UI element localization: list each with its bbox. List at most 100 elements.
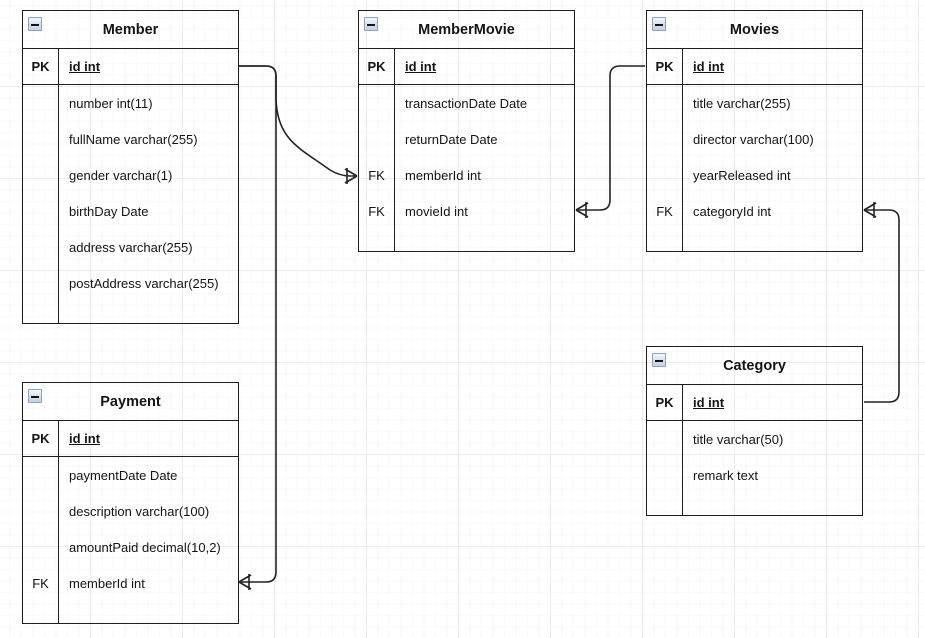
attribute-name: movieId int	[405, 203, 468, 219]
key-label: FK	[23, 565, 59, 601]
key-label	[647, 457, 683, 493]
entity-filler-row	[23, 601, 238, 623]
entity-name: Movies	[729, 22, 780, 38]
entity-name: Category	[723, 358, 786, 374]
attribute-name: postAddress varchar(255)	[69, 275, 219, 291]
attribute-name: address varchar(255)	[69, 239, 193, 255]
key-label	[23, 121, 59, 157]
key-label	[23, 493, 59, 529]
key-label	[23, 193, 59, 229]
attribute-name: categoryId int	[693, 203, 772, 219]
key-label	[647, 229, 683, 251]
attribute-name	[59, 601, 238, 623]
minus-box-icon[interactable]	[364, 17, 378, 31]
attribute-name: remark text	[693, 467, 759, 483]
attribute-name: id int	[405, 59, 437, 74]
attribute-name: memberId int	[69, 575, 145, 591]
entity-pk-row: PK id int	[647, 385, 862, 421]
key-label: FK	[647, 193, 683, 229]
entity-title: Movies	[647, 11, 862, 49]
entity-filler-row	[647, 493, 862, 515]
key-label	[23, 265, 59, 301]
attribute-name: id int	[69, 59, 101, 74]
attribute-name: title varchar(255)	[693, 95, 791, 111]
entity-payment[interactable]: Payment PK id int paymentDate Date descr…	[22, 382, 239, 624]
entity-pk-row: PK id int	[23, 421, 238, 457]
key-label	[359, 85, 395, 121]
key-label	[647, 85, 683, 121]
entity-pk-row: PK id int	[23, 49, 238, 85]
entity-filler-row	[23, 301, 238, 323]
entity-name: MemberMovie	[418, 22, 515, 38]
entity-filler-row	[359, 229, 574, 251]
minus-box-icon[interactable]	[28, 389, 42, 403]
entity-movies[interactable]: Movies PK id int title varchar(255) dire…	[646, 10, 863, 252]
attribute-name	[683, 229, 862, 251]
entity-name: Member	[102, 22, 159, 38]
entity-attribute-row: postAddress varchar(255)	[23, 265, 238, 301]
attribute-name: yearReleased int	[693, 167, 791, 183]
attribute-name: amountPaid decimal(10,2)	[69, 539, 221, 555]
entity-category[interactable]: Category PK id int title varchar(50) rem…	[646, 346, 863, 516]
entity-attribute-row: returnDate Date	[359, 121, 574, 157]
entity-attribute-row: FK memberId int	[23, 565, 238, 601]
entity-pk-row: PK id int	[647, 49, 862, 85]
key-label: PK	[23, 421, 59, 456]
attribute-name: title varchar(50)	[693, 431, 784, 447]
key-label	[647, 157, 683, 193]
key-label: PK	[647, 49, 683, 84]
entity-attribute-row: FK memberId int	[359, 157, 574, 193]
attribute-name: birthDay Date	[69, 203, 149, 219]
attribute-name: id int	[693, 59, 725, 74]
key-label	[23, 229, 59, 265]
minus-box-icon[interactable]	[652, 353, 666, 367]
key-label	[23, 85, 59, 121]
minus-box-icon[interactable]	[652, 17, 666, 31]
minus-box-icon[interactable]	[28, 17, 42, 31]
entity-member[interactable]: Member PK id int number int(11) fullName…	[22, 10, 239, 324]
entity-membermovie[interactable]: MemberMovie PK id int transactionDate Da…	[358, 10, 575, 252]
key-label	[23, 601, 59, 623]
key-label	[647, 121, 683, 157]
entity-attribute-row: amountPaid decimal(10,2)	[23, 529, 238, 565]
attribute-name: paymentDate Date	[69, 467, 178, 483]
entity-attribute-row: description varchar(100)	[23, 493, 238, 529]
attribute-name	[683, 493, 862, 515]
entity-attribute-row: remark text	[647, 457, 862, 493]
entity-title: Member	[23, 11, 238, 49]
entity-attribute-row: FK categoryId int	[647, 193, 862, 229]
entity-attribute-row: gender varchar(1)	[23, 157, 238, 193]
attribute-name: id int	[693, 395, 725, 410]
key-label: FK	[359, 157, 395, 193]
entity-attribute-row: title varchar(255)	[647, 85, 862, 121]
attribute-name: transactionDate Date	[405, 95, 528, 111]
key-label	[23, 529, 59, 565]
entity-filler-row	[647, 229, 862, 251]
key-label	[647, 493, 683, 515]
entity-attribute-row: number int(11)	[23, 85, 238, 121]
attribute-name: fullName varchar(255)	[69, 131, 198, 147]
key-label	[23, 157, 59, 193]
key-label	[359, 121, 395, 157]
key-label	[359, 229, 395, 251]
entity-title: MemberMovie	[359, 11, 574, 49]
entity-attribute-row: director varchar(100)	[647, 121, 862, 157]
key-label	[23, 301, 59, 323]
key-label	[23, 457, 59, 493]
attribute-name: memberId int	[405, 167, 481, 183]
attribute-name: returnDate Date	[405, 131, 498, 147]
key-label	[647, 421, 683, 457]
entity-attribute-row: transactionDate Date	[359, 85, 574, 121]
attribute-name: id int	[69, 431, 101, 446]
key-label: FK	[359, 193, 395, 229]
key-label: PK	[359, 49, 395, 84]
key-label: PK	[647, 385, 683, 420]
entity-name: Payment	[100, 394, 161, 410]
entity-attribute-row: birthDay Date	[23, 193, 238, 229]
attribute-name: gender varchar(1)	[69, 167, 173, 183]
attribute-name: description varchar(100)	[69, 503, 210, 519]
entity-attribute-row: address varchar(255)	[23, 229, 238, 265]
entity-title: Payment	[23, 383, 238, 421]
attribute-name	[395, 229, 574, 251]
